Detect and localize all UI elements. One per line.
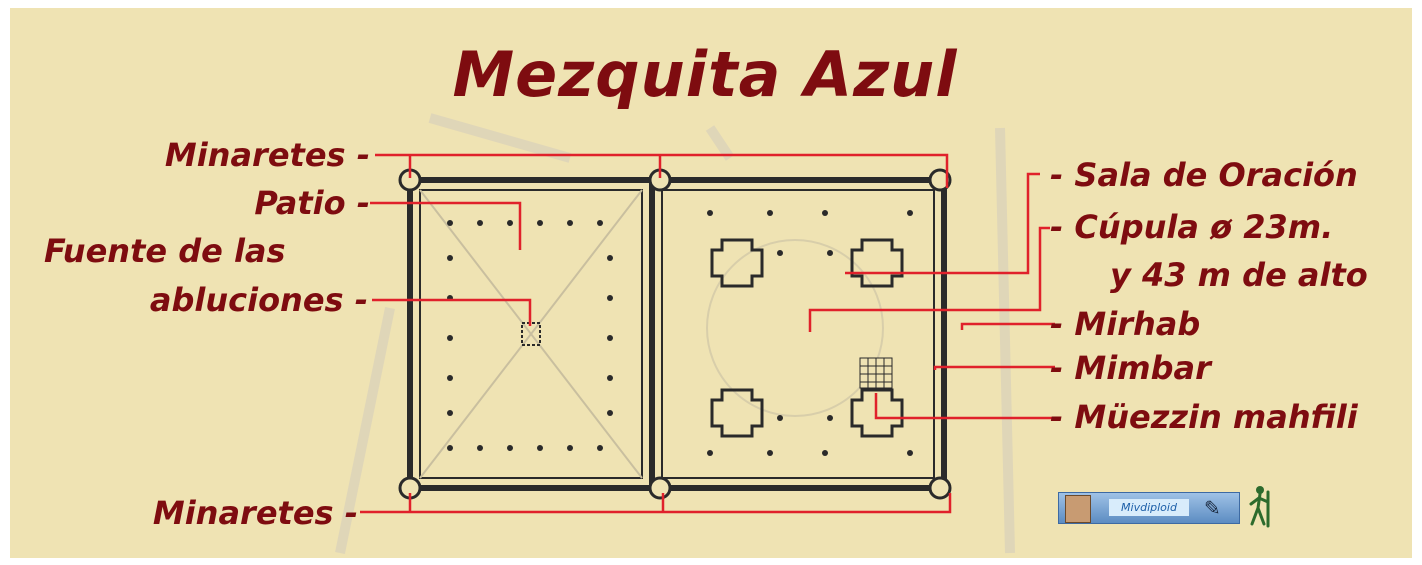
label-muezzin: - Müezzin mahfili [1050,398,1358,436]
hall-columns [707,210,913,456]
label-cupula-line1: - Cúpula ø 23m. [1050,208,1334,246]
author-badge: Mivdiploid ✎ [1058,492,1240,524]
floor-plan [335,113,1055,554]
label-patio: Patio - [254,184,370,222]
avatar [1065,495,1091,523]
label-fuente-line1: Fuente de las [44,232,286,270]
patio-walls [398,168,655,500]
label-minaretes-top: Minaretes - [164,136,370,174]
plan-surroundings [335,113,1015,554]
label-sala-oracion: - Sala de Oración [1050,156,1358,194]
main-piers [710,238,904,438]
label-fuente-line2: abluciones - [149,281,368,319]
label-mimbar: - Mimbar [1050,349,1211,387]
diagram-title: Mezquita Azul [452,38,958,111]
diagram-canvas: Mezquita Azul [10,8,1412,558]
hiker-icon [1249,486,1270,528]
label-mirhab: - Mirhab [1050,305,1201,343]
patio-columns [447,220,613,451]
leader-lines [360,153,1055,514]
pen-icon: ✎ [1204,496,1221,520]
prayer-hall-walls [648,168,952,500]
label-minaretes-bottom: Minaretes - [152,494,358,532]
author-name: Mivdiploid [1109,499,1189,516]
label-cupula-line2: y 43 m de alto [1110,256,1368,294]
muezzin-platform [859,357,893,389]
